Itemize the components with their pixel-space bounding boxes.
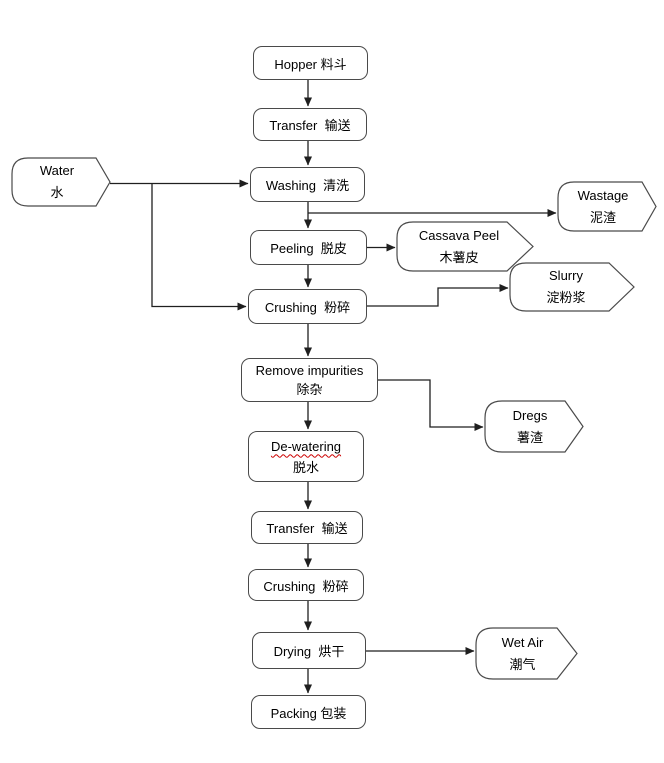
dewatering-label-zh: 脱水 — [292, 459, 319, 475]
connector-remove-dregs — [378, 379, 484, 431]
connector-crushing1-slurry — [367, 284, 509, 307]
remove-impurities-label-en: Remove impurities — [255, 363, 364, 378]
node-hopper: Hopper 料斗 — [253, 46, 368, 80]
cassava-peel-hexagon-shape — [396, 221, 534, 272]
wastage-hexagon-shape — [557, 181, 657, 232]
remove-impurities-label-zh: 除杂 — [296, 382, 323, 397]
node-crushing-1: Crushing 粉碎 — [248, 289, 367, 324]
node-drying: Drying 烘干 — [252, 632, 366, 669]
node-remove-impurities: Remove impurities 除杂 — [241, 358, 378, 402]
wet-air-hexagon-shape — [475, 627, 578, 680]
node-packing: Packing 包装 — [251, 695, 366, 729]
node-dewatering: De-watering 脱水 — [248, 431, 364, 482]
node-washing: Washing 清洗 — [250, 167, 365, 202]
water-hexagon-shape — [11, 157, 111, 207]
node-crushing-2: Crushing 粉碎 — [248, 569, 364, 601]
slurry-hexagon-shape — [509, 262, 635, 312]
dregs-hexagon-shape — [484, 400, 584, 453]
node-peeling: Peeling 脱皮 — [250, 230, 367, 265]
connector-water-crushing1 — [151, 183, 247, 311]
dewatering-label-en: De-watering — [270, 438, 342, 454]
node-transfer-1: Transfer 输送 — [253, 108, 367, 141]
node-transfer-2: Transfer 输送 — [251, 511, 363, 544]
